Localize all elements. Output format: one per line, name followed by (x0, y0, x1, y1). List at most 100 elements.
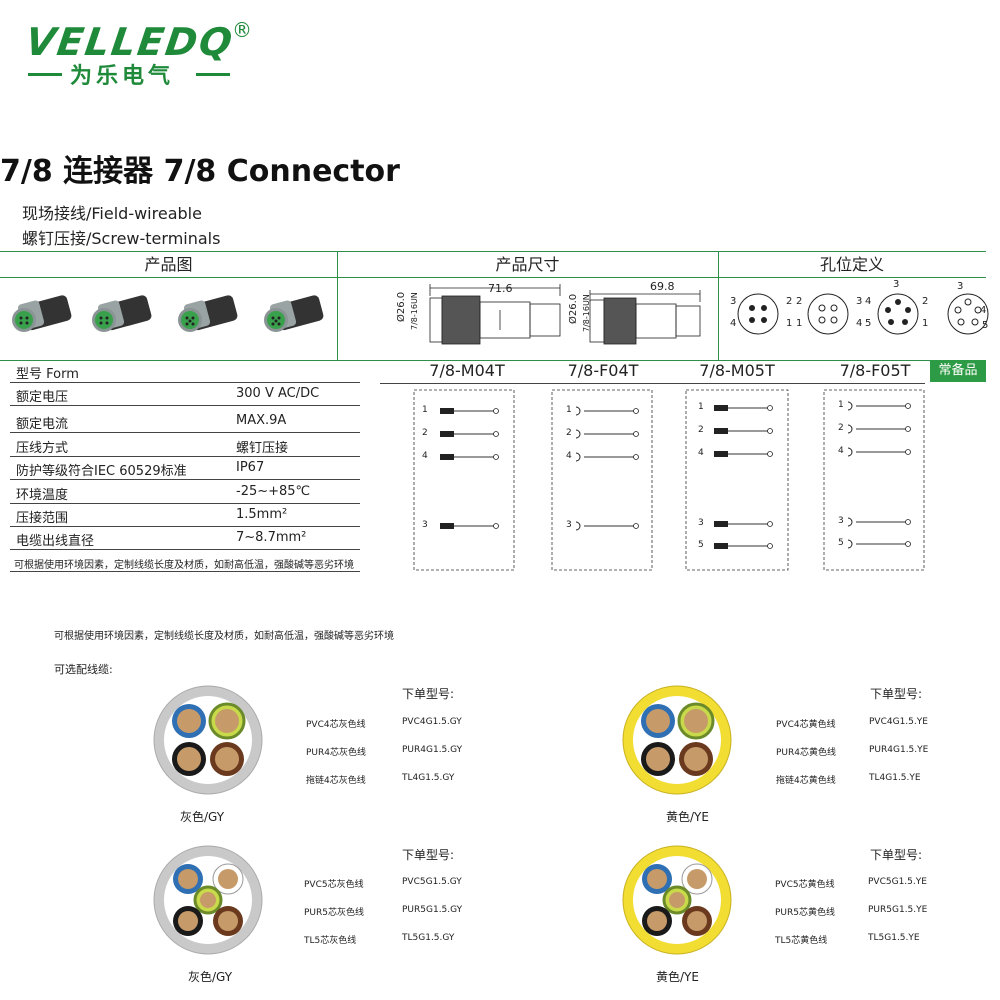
spec-label: 防护等级符合IEC 60529标准 (16, 464, 187, 479)
spec-row: 压接范围 1.5mm² (10, 504, 360, 527)
pin-label: 1 (796, 318, 803, 329)
cable-caption: 黄色/YE (666, 810, 709, 824)
brand-chinese-name: 为乐电气 (70, 64, 175, 89)
cable-model: TL5G1.5.GY (402, 933, 455, 943)
spec-row: 环境温度 -25~+85℃ (10, 481, 360, 504)
cable-caption: 灰色/GY (180, 810, 225, 824)
page-title: 7/8 连接器 7/8 Connector (0, 154, 400, 189)
feature-field-wireable: 现场接线/Field-wireable (22, 204, 202, 223)
cable-model: PVC5G1.5.YE (868, 877, 927, 887)
order-label: 下单型号: (402, 687, 455, 701)
cable-desc: PUR5芯黄色线 (775, 908, 835, 918)
header-divider (337, 251, 338, 361)
spec-value: -25~+85℃ (236, 484, 311, 499)
cable-desc: TL5芯灰色线 (304, 936, 357, 946)
spec-label: 压线方式 (16, 441, 69, 456)
cable-desc: 拖链4芯灰色线 (306, 776, 366, 786)
cable-model: TL5G1.5.YE (868, 933, 920, 943)
spec-label: 额定电压 (16, 390, 69, 405)
pin-label: 1 (786, 318, 793, 329)
connector-photo (12, 295, 72, 332)
pin-label: 3 (730, 296, 737, 307)
cable-desc: PVC5芯黄色线 (775, 880, 835, 890)
spec-row: 电缆出线直径 7~8.7mm² (10, 527, 360, 550)
connector-photo (264, 295, 324, 332)
wire-pin: 1 (838, 400, 844, 410)
order-label: 下单型号: (402, 848, 455, 862)
female-thread: 7/8-16UN (582, 294, 591, 332)
spec-label: 额定电流 (16, 417, 69, 432)
section-bottom-rule (0, 360, 986, 361)
pinout-diagrams (737, 293, 989, 335)
spec-row: 压线方式 螺钉压接 (10, 434, 360, 457)
spec-label: 环境温度 (16, 488, 69, 503)
female-length: 69.8 (650, 280, 675, 293)
pin-label: 4 (980, 305, 987, 316)
cable-desc: PVC5芯灰色线 (304, 880, 364, 890)
connector-photo (178, 295, 238, 332)
form-label: 型号 Form (16, 367, 79, 382)
spec-row: 额定电流 MAX.9A (10, 410, 360, 433)
pin-label: 2 (786, 296, 793, 307)
wire-pin: 2 (422, 428, 428, 438)
header-divider (718, 251, 719, 361)
cable-section-gray-4core (153, 685, 263, 795)
wire-pin: 2 (698, 425, 704, 435)
pin-label: 3 (893, 279, 900, 290)
female-diameter: Ø26.0 (568, 293, 579, 324)
dimension-drawing (429, 284, 701, 345)
spec-value: 螺钉压接 (236, 441, 289, 456)
cable-desc: TL5芯黄色线 (775, 936, 828, 946)
stock-badge: 常备品 (930, 360, 986, 382)
wire-pin: 2 (566, 428, 572, 438)
cable-model: PUR5G1.5.YE (868, 905, 928, 915)
order-label: 下单型号: (870, 848, 923, 862)
cable-desc: PUR4芯灰色线 (306, 748, 366, 758)
pin-label: 1 (922, 318, 929, 329)
model-f05t: 7/8-F05T (839, 361, 911, 380)
feature-screw-terminals: 螺钉压接/Screw-terminals (22, 229, 221, 248)
cable-desc: PUR4芯黄色线 (776, 748, 836, 758)
wire-pin: 5 (698, 540, 704, 550)
spec-row-form: 型号 Form (10, 360, 360, 383)
cable-desc: PVC4芯黄色线 (776, 720, 836, 730)
cable-model: TL4G1.5.GY (402, 773, 455, 783)
pin-label: 4 (865, 296, 872, 307)
header-product-size: 产品尺寸 (495, 255, 560, 274)
spec-value: MAX.9A (236, 413, 287, 428)
header-pin-definition: 孔位定义 (819, 255, 884, 274)
cable-model: PVC4G1.5.YE (869, 717, 928, 727)
model-m05t: 7/8-M05T (699, 361, 775, 380)
cable-model: PUR4G1.5.YE (869, 745, 929, 755)
spec-note: 可根据使用环境因素，定制线缆长度及材质，如耐高低温，强酸碱等恶劣环境 (14, 560, 354, 571)
spec-label: 电缆出线直径 (16, 534, 95, 549)
spec-value: 300 V AC/DC (236, 386, 320, 401)
wire-pin: 4 (838, 446, 844, 456)
pin-label: 3 (856, 296, 863, 307)
cable-desc: PUR5芯灰色线 (304, 908, 364, 918)
pin-label: 2 (796, 296, 803, 307)
registered-mark: ® (232, 18, 252, 42)
wire-pin: 1 (422, 405, 428, 415)
cable-model: PUR4G1.5.GY (402, 745, 463, 755)
cable-model: TL4G1.5.YE (869, 773, 921, 783)
wire-pin: 3 (566, 520, 572, 530)
spec-row: 额定电压 300 V AC/DC (10, 383, 360, 406)
order-label: 下单型号: (870, 687, 923, 701)
pin-label: 2 (922, 296, 929, 307)
cable-model: PVC5G1.5.GY (402, 877, 462, 887)
spec-label: 压接范围 (16, 511, 69, 526)
wire-pin: 1 (566, 405, 572, 415)
wire-pin: 3 (698, 518, 704, 528)
spec-value: IP67 (236, 460, 265, 475)
pin-label: 5 (982, 320, 989, 331)
connector-photo (92, 295, 152, 332)
cable-section-gray-5core (153, 845, 263, 955)
pin-label: 4 (730, 318, 737, 329)
cable-desc: 拖链4芯黄色线 (776, 776, 836, 786)
male-length: 71.6 (488, 282, 513, 295)
cable-caption: 黄色/YE (656, 970, 699, 984)
pin-label: 3 (957, 281, 964, 292)
wire-pin: 1 (698, 402, 704, 412)
model-m04t: 7/8-M04T (429, 361, 505, 380)
